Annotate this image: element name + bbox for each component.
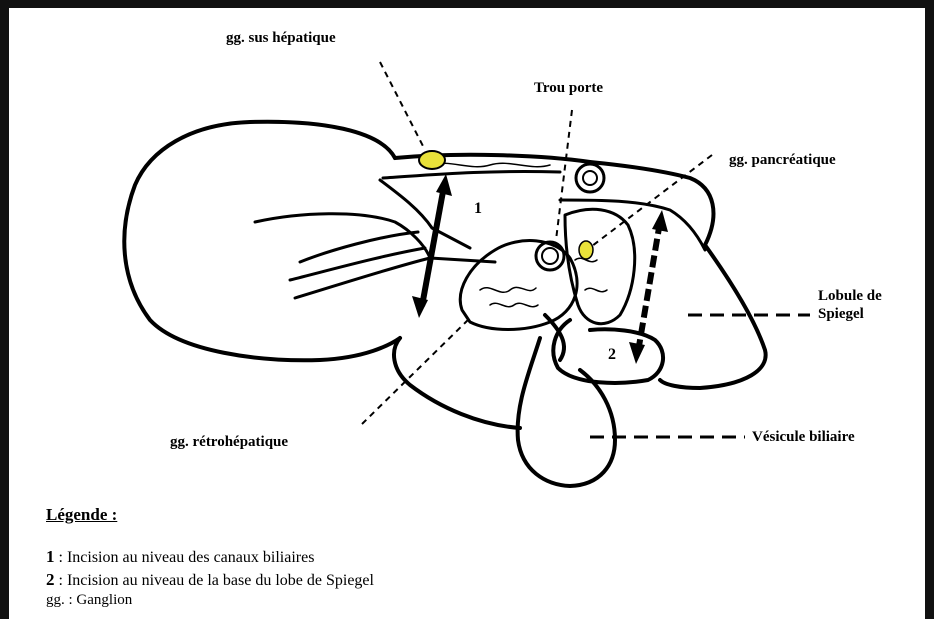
label-gg-sus-hepatique: gg. sus hépatique: [226, 30, 336, 47]
gallbladder-outline: [518, 338, 615, 486]
hilum-lower-edge: [383, 172, 560, 178]
marker-1: 1: [474, 200, 482, 218]
ganglion-pancreatique: [579, 241, 593, 259]
frame-top-border: [0, 0, 934, 8]
incision-arrow-1: [412, 174, 452, 318]
vessel-5: [380, 180, 470, 248]
vessel-4: [295, 258, 430, 298]
legend-item-2-number: 2: [46, 570, 55, 589]
label-gg-pancreatique: gg. pancréatique: [729, 152, 836, 169]
left-lobe-outline: [124, 122, 400, 360]
label-gg-retrohepatique: gg. rétrohépatique: [170, 434, 288, 451]
legend-item-2-text: : Incision au niveau de la base du lobe …: [59, 572, 374, 589]
incision-arrow-2: [629, 210, 668, 364]
portal-vessel-outer: [536, 242, 564, 270]
portal-lymph-mass: [460, 241, 577, 330]
vessel-2: [300, 232, 418, 262]
label-lobule-de: Lobule de: [818, 288, 882, 305]
legend-item-2: 2 : Incision au niveau de la base du lob…: [46, 570, 374, 590]
frame-right-border: [925, 8, 934, 619]
right-lobe-outline: [590, 162, 766, 388]
legend-item-1-number: 1: [46, 547, 55, 566]
marker-2: 2: [608, 346, 616, 364]
retrohepatic-region-outline: [394, 338, 520, 428]
legend-title: Légende :: [46, 505, 117, 525]
vessel-6: [430, 258, 495, 262]
hepatic-vessel-inner: [583, 171, 597, 185]
hepatic-vessel-outer: [576, 164, 604, 192]
label-spiegel: Spiegel: [818, 306, 864, 323]
portal-vessel-inner: [542, 248, 558, 264]
leader-gg-sus-hepatique: [380, 62, 425, 150]
ganglion-sus-hepatique: [419, 151, 445, 169]
legend-item-1: 1 : Incision au niveau des canaux biliai…: [46, 547, 314, 567]
label-trou-porte: Trou porte: [534, 80, 603, 97]
legend-item-3: gg. : Ganglion: [46, 592, 132, 609]
leader-gg-retrohepatique: [362, 318, 470, 424]
label-vesicule-biliaire: Vésicule biliaire: [752, 429, 855, 446]
frame-left-border: [0, 8, 9, 619]
legend-item-1-text: : Incision au niveau des canaux biliaire…: [59, 549, 315, 566]
mass-texture: [430, 163, 607, 306]
